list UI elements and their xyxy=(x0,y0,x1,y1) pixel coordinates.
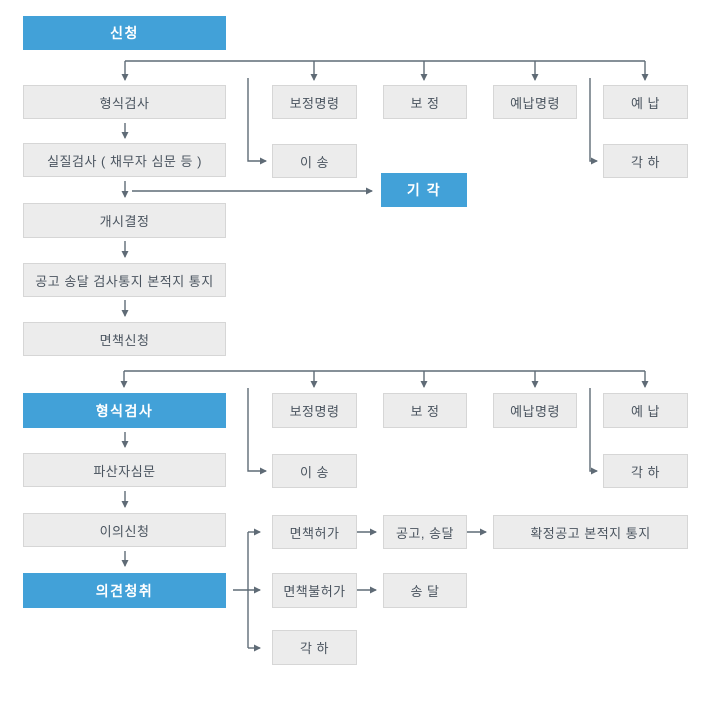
dismissal-box-2: 각 하 xyxy=(603,454,688,488)
s1-elbow-dismissal xyxy=(589,78,598,165)
transfer-box-2: 이 송 xyxy=(272,454,357,488)
bankrupt-examination-box: 파산자심문 xyxy=(23,453,226,487)
objection-box: 이의신청 xyxy=(23,513,226,547)
discharge-application-box: 면책신청 xyxy=(23,322,226,356)
deposit-box-2: 예 납 xyxy=(603,393,688,428)
correction-box-2: 보 정 xyxy=(383,393,467,428)
dismissal-box-3: 각 하 xyxy=(272,630,357,665)
substantive-check-box: 실질검사 ( 채무자 심문 등 ) xyxy=(23,143,226,177)
discharge-denial-box: 면책불허가 xyxy=(272,573,357,608)
commencement-box: 개시결정 xyxy=(23,203,226,238)
s2-elbow-transfer xyxy=(247,388,267,475)
dismissal-box-1: 각 하 xyxy=(603,144,688,178)
s1-elbow-transfer xyxy=(247,78,267,165)
notice-box: 공고 송달 검사통지 본적지 통지 xyxy=(23,263,226,297)
correction-order-box-1: 보정명령 xyxy=(272,85,357,119)
formal-check-box-2: 형식검사 xyxy=(23,393,226,428)
discharge-grant-box: 면책허가 xyxy=(272,515,357,549)
rejection-box: 기 각 xyxy=(381,173,467,207)
deposit-order-box-1: 예납명령 xyxy=(493,85,577,119)
correction-box-1: 보 정 xyxy=(383,85,467,119)
service-box: 송 달 xyxy=(383,573,467,608)
transfer-box-1: 이 송 xyxy=(272,144,357,178)
final-notice-box: 확정공고 본적지 통지 xyxy=(493,515,688,549)
deposit-box-1: 예 납 xyxy=(603,85,688,119)
notice-service-box: 공고, 송달 xyxy=(383,515,467,549)
correction-order-box-2: 보정명령 xyxy=(272,393,357,428)
opinion-hearing-box: 의견청취 xyxy=(23,573,226,608)
apply-box: 신청 xyxy=(23,16,226,50)
s2-elbow-dismissal xyxy=(589,388,598,475)
deposit-order-box-2: 예납명령 xyxy=(493,393,577,428)
formal-check-box-1: 형식검사 xyxy=(23,85,226,119)
